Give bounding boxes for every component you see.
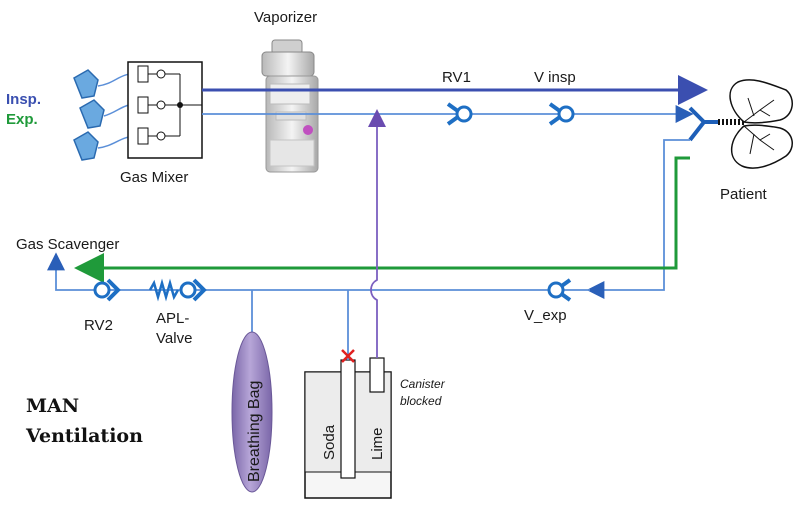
- lime-label: Lime: [369, 427, 386, 460]
- canister-label-line2: blocked: [400, 394, 442, 408]
- canister-label-line1: Canister: [400, 377, 446, 391]
- v-insp-label: V insp: [534, 69, 576, 86]
- breathing-bag-icon: [231, 331, 273, 493]
- rv1-label: RV1: [442, 69, 471, 86]
- gas-mixer-block: [127, 61, 203, 159]
- v-exp-valve: [547, 278, 572, 302]
- patient-label: Patient: [720, 186, 768, 203]
- v-insp-valve: [548, 102, 575, 126]
- y-piece: [688, 106, 720, 142]
- vaporizer-label: Vaporizer: [254, 9, 317, 26]
- v-exp-label: V_exp: [524, 307, 567, 324]
- rv2-label: RV2: [84, 317, 113, 334]
- gas-scavenger-label: Gas Scavenger: [16, 236, 119, 253]
- breathing-bag-label: Breathing Bag: [246, 381, 263, 482]
- gas-inlet-icons: [73, 69, 105, 161]
- mode-title-line1: MAN: [26, 395, 79, 417]
- gas-mixer-label: Gas Mixer: [120, 169, 188, 186]
- exp-pipe-right: [586, 139, 690, 299]
- apl-label-line1: APL-: [156, 310, 189, 327]
- exp-pipe-bottom: [47, 252, 590, 291]
- rv1-valve: [446, 102, 473, 126]
- apl-valve: [148, 278, 207, 302]
- apl-label-line2: Valve: [156, 330, 192, 347]
- x-mark-icon: [341, 349, 355, 363]
- soda-label: Soda: [321, 424, 338, 460]
- soda-lime-canister: [304, 357, 392, 499]
- legend-insp: Insp.: [6, 91, 41, 108]
- exp-flow-line: [74, 156, 690, 283]
- legend-exp: Exp.: [6, 111, 38, 128]
- bypass-line: [368, 109, 386, 358]
- lungs-icon: [729, 79, 793, 169]
- mode-title-line2: Ventilation: [25, 425, 143, 447]
- vaporizer-device: [261, 39, 319, 173]
- rv2-valve: [93, 278, 121, 302]
